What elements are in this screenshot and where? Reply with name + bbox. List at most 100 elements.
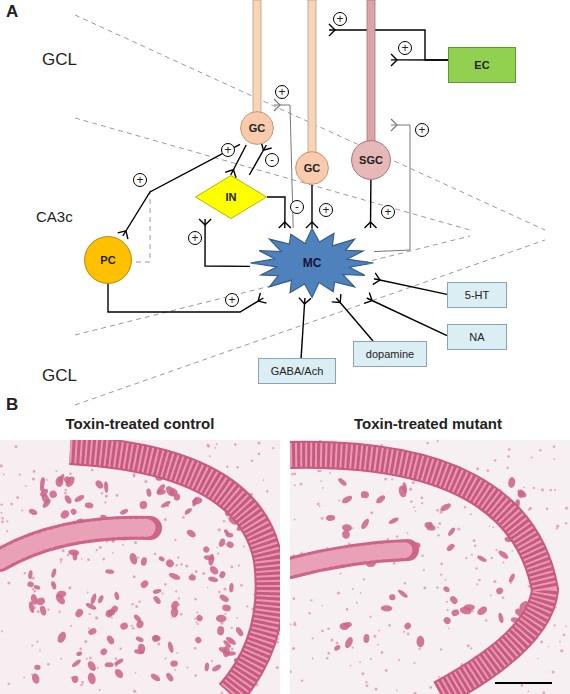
synapse-sign: + [319,203,333,217]
granule-layer [290,455,545,694]
tissue-speck [423,569,425,571]
tissue-speck [393,562,396,565]
input-box: NA [447,324,507,350]
tissue-speck [231,648,234,651]
tissue-speck [407,633,410,636]
stained-cell [64,475,76,489]
tissue-speck [308,612,311,615]
stained-cell [39,605,47,616]
tissue-speck [489,525,491,527]
ca3-texture [290,550,408,568]
stained-cell [35,596,46,606]
tissue-speck [224,613,226,615]
tissue-speck [375,688,378,691]
tissue-speck [0,503,2,505]
tissue-speck [240,584,243,587]
tissue-speck [294,519,296,521]
tissue-speck [437,440,439,442]
stained-cell [170,660,178,667]
tissue-speck [475,567,477,569]
tissue-speck [326,657,329,660]
tissue-speck [415,511,417,513]
tissue-speck [413,662,415,664]
synaptic-connection [329,30,448,60]
tissue-speck [32,576,35,579]
tissue-speck [361,672,364,675]
tissue-speck [223,587,226,590]
stained-cell [158,555,166,562]
tissue-speck [554,489,556,491]
tissue-speck [294,622,296,624]
layer-name: GCL [42,50,77,70]
tissue-speck [216,547,218,549]
tissue-speck [327,652,330,655]
tissue-speck [554,624,556,626]
tissue-speck [180,613,183,616]
node-shape [259,359,336,384]
image-title: Toxin-treated mutant [354,415,502,432]
tissue-speck [263,479,265,481]
synapse-sign: + [398,41,412,55]
tissue-speck [175,590,177,592]
stained-cell [164,485,176,498]
tissue-speck [236,466,239,469]
tissue-speck [79,648,82,651]
node-label: GC [295,151,329,185]
stained-cell [360,490,369,498]
panel-letter: A [6,2,18,22]
tissue-speck [81,681,84,684]
tissue-speck [0,464,3,467]
tissue-speck [486,469,489,472]
tissue-speck [352,647,354,649]
tissue-speck [529,507,532,510]
tissue-speck [404,582,406,584]
tissue-speck [111,617,113,619]
stained-cell [216,615,227,623]
tissue-speck [457,528,460,531]
tissue-speck [215,447,217,449]
stained-cell [341,494,354,505]
tissue-speck [370,658,372,660]
tissue-speck [7,581,10,584]
synapse-sign: + [333,12,347,26]
layer-name: GCL [42,366,77,386]
stained-cell [114,591,120,600]
stained-cell [426,525,435,531]
stained-cell [363,634,370,644]
tissue-speck [6,520,8,522]
tissue-speck [70,625,72,627]
tissue-speck [164,518,167,521]
stained-cell [208,576,219,583]
tissue-speck [154,553,156,555]
tissue-speck [396,689,398,691]
tissue-speck [411,501,413,503]
stained-cell [152,634,161,641]
tissue-speck [62,549,65,552]
tissue-speck [533,487,535,489]
node-label: MC [250,228,374,298]
tissue-speck [97,667,99,669]
dendrite [308,0,316,153]
tissue-speck [310,599,312,601]
tissue-speck [331,639,334,642]
stained-cell [195,614,204,623]
tissue-speck [414,692,417,694]
tissue-speck [185,565,188,568]
tissue-speck [467,644,470,647]
stained-cell [439,502,452,513]
stained-cell [516,490,525,499]
stained-cell [90,593,98,605]
stained-cell [28,508,38,516]
stained-cell [113,657,124,666]
tissue-speck [476,467,479,470]
tissue-speck [165,657,167,659]
stained-cell [451,608,461,617]
tissue-speck [293,473,296,476]
stained-cell [222,604,232,612]
synaptic-connection [267,197,285,228]
tissue-speck [448,628,450,630]
stained-cell [397,588,409,599]
tissue-speck [33,470,36,473]
tissue-speck [410,501,412,503]
tissue-speck [8,683,10,685]
